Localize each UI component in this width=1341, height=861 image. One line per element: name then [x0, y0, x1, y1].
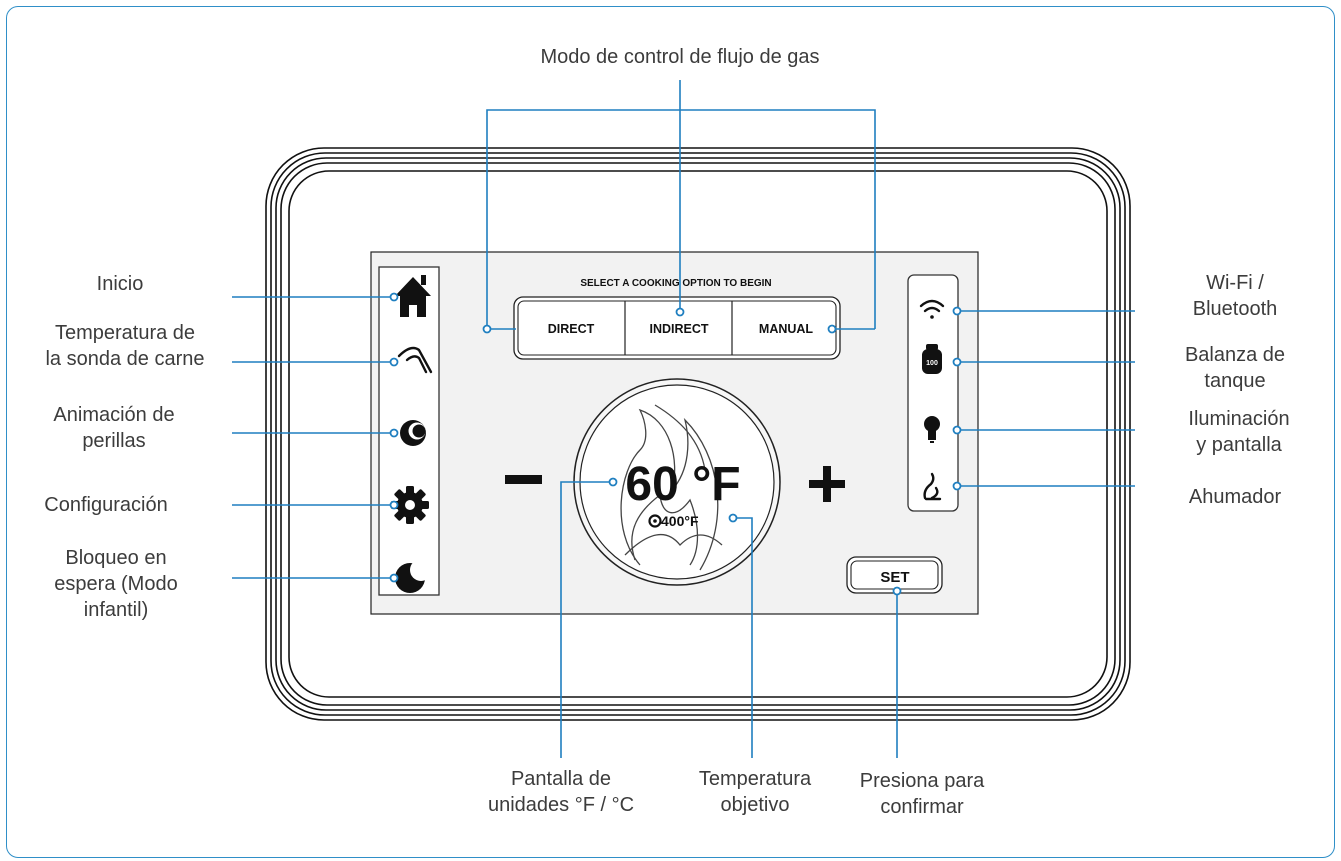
lock-label: Bloqueo en espera (Modo infantil)	[16, 545, 216, 623]
confirm-label-line2: confirmar	[880, 796, 964, 818]
current-temperature: 60 °F	[625, 458, 740, 511]
units-label-line1: Pantalla de	[510, 768, 612, 790]
wifi-label-line1: Wi-Fi /	[1206, 272, 1264, 294]
probe-label: Temperatura de la sonda de carne	[14, 320, 236, 372]
device-bezel	[265, 147, 1131, 721]
confirm-label-line1: Presiona para	[859, 770, 985, 792]
right-sidebar	[907, 274, 959, 512]
target-label-line2: objetivo	[720, 794, 790, 816]
svg-text:100: 100	[926, 360, 938, 367]
units-label-line2: unidades °F / °C	[487, 794, 635, 816]
wifi-icon[interactable]	[919, 299, 945, 319]
light-label-line2: y pantalla	[1196, 434, 1282, 456]
mode-button-group	[513, 296, 841, 360]
knob-label: Animación de perillas	[14, 402, 214, 454]
wifi-label-line2: Bluetooth	[1192, 298, 1278, 320]
tank-label-line2: tanque	[1204, 370, 1266, 392]
lock-label-line2: espera (Modo	[54, 573, 178, 595]
tank-label-line1: Balanza de	[1184, 344, 1286, 366]
outer-frame	[6, 6, 1335, 858]
home-icon[interactable]	[395, 275, 431, 317]
knob-label-line2: perillas	[82, 430, 146, 452]
moon-icon[interactable]	[395, 559, 432, 593]
indirect-button[interactable]: INDIRECT	[649, 322, 708, 336]
lock-label-line3: infantil)	[83, 599, 149, 621]
temperature-dial	[573, 378, 781, 586]
lock-label-line1: Bloqueo en	[65, 547, 167, 569]
meat-probe-icon[interactable]	[397, 346, 433, 374]
knob-label-line1: Animación de	[53, 404, 175, 426]
direct-button[interactable]: DIRECT	[548, 322, 595, 336]
settings-label: Configuración	[44, 494, 168, 516]
prompt-text: SELECT A COOKING OPTION TO BEGIN	[580, 278, 771, 289]
smoker-icon[interactable]	[923, 472, 942, 501]
callout-lines	[232, 80, 1135, 758]
flame-icon	[620, 404, 723, 571]
light-bulb-icon[interactable]	[924, 416, 940, 443]
manual-button[interactable]: MANUAL	[759, 322, 814, 336]
smoker-label: Ahumador	[1188, 486, 1282, 508]
gear-icon[interactable]	[391, 486, 429, 524]
callout-dots	[389, 292, 962, 596]
increase-button[interactable]	[809, 466, 845, 502]
probe-label-line1: Temperatura de	[54, 322, 196, 344]
home-label: Inicio	[96, 273, 144, 295]
decrease-button[interactable]	[505, 475, 542, 484]
tank-label: Balanza de tanque	[1140, 342, 1330, 394]
light-label-line1: Iluminación	[1188, 408, 1290, 430]
probe-label-line2: la sonda de carne	[45, 348, 205, 370]
target-label-line1: Temperatura	[698, 768, 812, 790]
target-temperature: 400°F	[661, 513, 699, 529]
set-button-label: SET	[880, 569, 909, 586]
target-icon	[648, 514, 662, 528]
gas-mode-label: Modo de control de flujo de gas	[540, 46, 820, 68]
units-label: Pantalla de unidades °F / °C	[456, 766, 666, 818]
confirm-label: Presiona para confirmar	[834, 768, 1010, 820]
propane-tank-icon[interactable]: 100	[922, 344, 942, 374]
light-label: Iluminación y pantalla	[1144, 406, 1334, 458]
wifi-label: Wi-Fi / Bluetooth	[1140, 270, 1330, 322]
knob-icon[interactable]	[400, 420, 426, 446]
target-label: Temperatura objetivo	[675, 766, 835, 818]
